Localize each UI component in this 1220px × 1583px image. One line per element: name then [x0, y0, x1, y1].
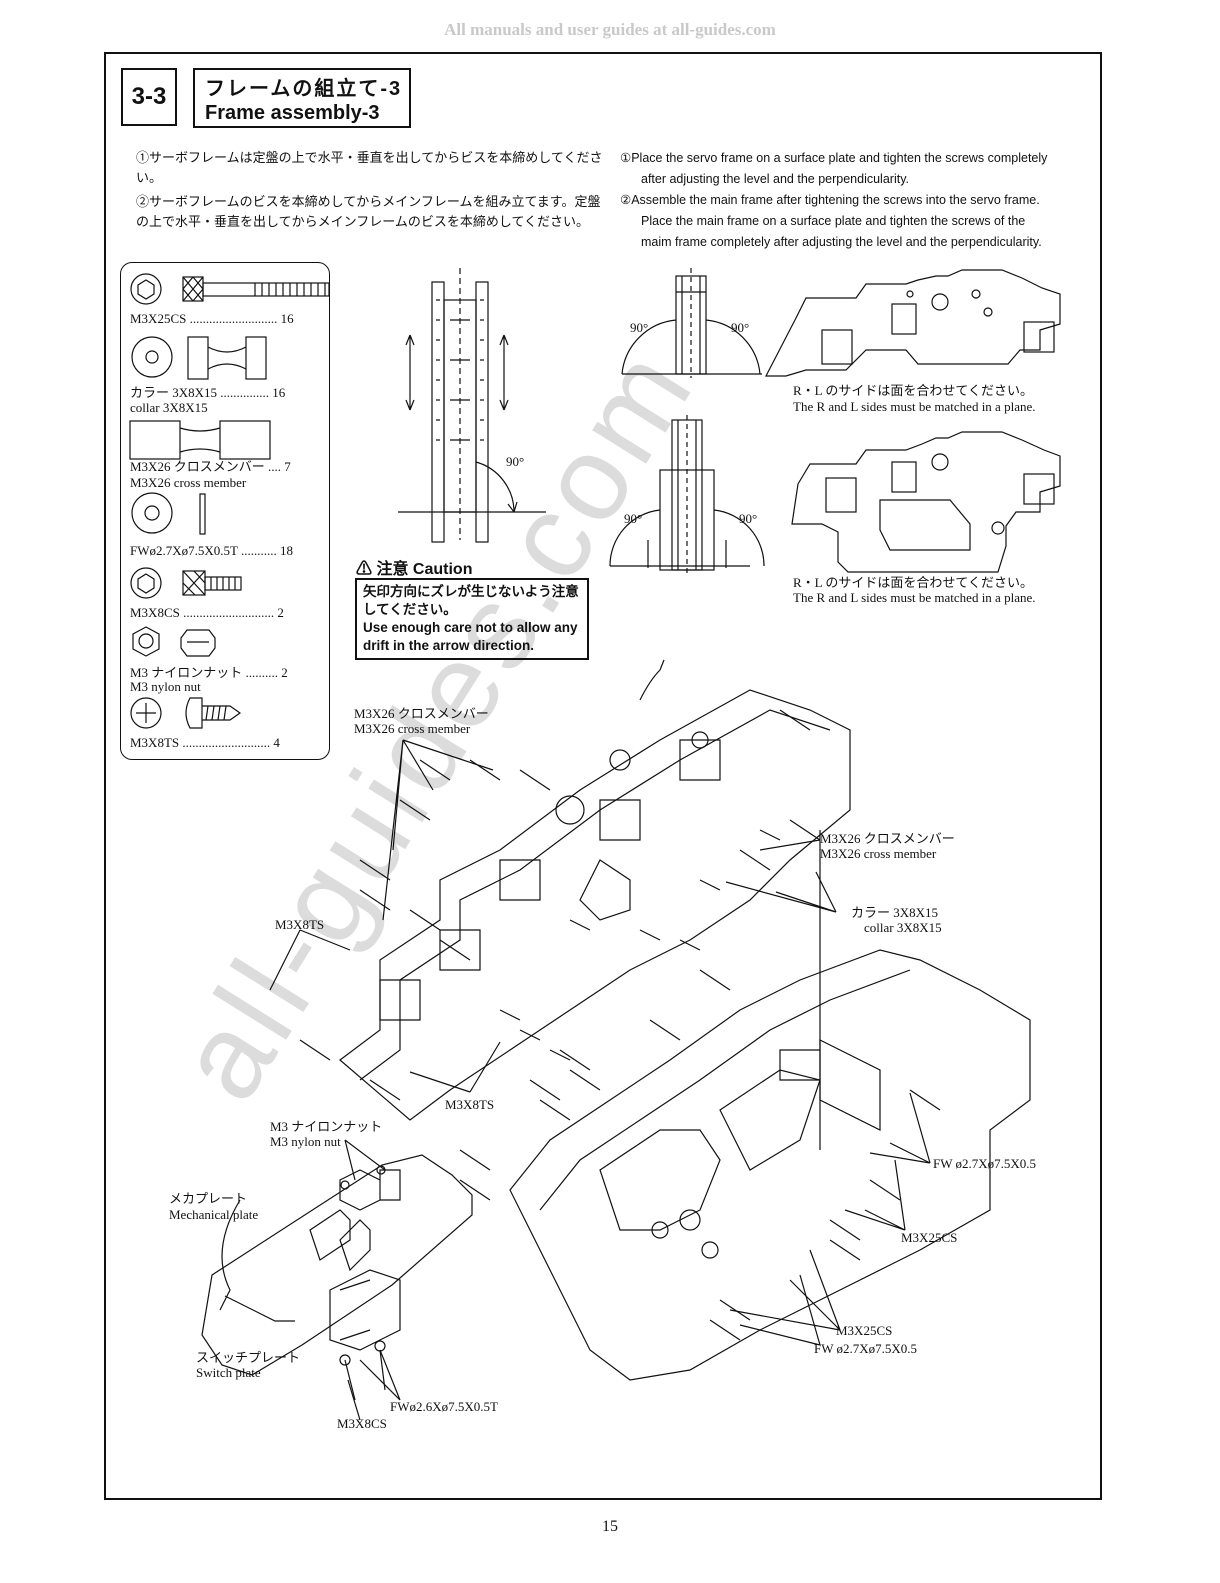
rl-note-2-jp: R・L のサイドは面を合わせてください。 [793, 575, 1033, 590]
callout-cross-member-1-en: M3X26 cross member [354, 721, 471, 736]
callout-m3x8cs: M3X8CS [337, 1416, 387, 1431]
part-collar: カラー 3X8X15 ............... 16 [130, 385, 286, 400]
callout-m3x8ts-2: M3X8TS [445, 1097, 495, 1112]
site-watermark: All manuals and user guides at all-guide… [444, 20, 776, 39]
page-frame [104, 52, 1102, 1500]
parts-list [120, 262, 330, 760]
callout-collar-jp: カラー 3X8X15 [851, 905, 939, 920]
angle-label-3: 90° [731, 320, 750, 335]
rl-note-2-en: The R and L sides must be matched in a p… [793, 590, 1036, 605]
rl-note-1-en: The R and L sides must be matched in a p… [793, 399, 1036, 414]
title-en: Frame assembly-3 [205, 102, 380, 124]
callout-nut-jp: M3 ナイロンナット [270, 1119, 383, 1134]
part-nut-en: M3 nylon nut [130, 679, 201, 694]
instruction-jp-2: ②サーボフレームのビスを本締めしてからメインフレームを組み立てます。定盤の上で水… [136, 194, 601, 229]
page-number: 15 [602, 1518, 618, 1535]
instruction-en-2c: maim frame completely after adjusting th… [641, 235, 1042, 249]
callout-m3x25cs-a: M3X25CS [901, 1230, 958, 1245]
rl-note-1-jp: R・L のサイドは面を合わせてください。 [793, 383, 1033, 398]
part-m3x8ts: M3X8TS ........................... 4 [130, 735, 280, 750]
part-collar-en: collar 3X8X15 [130, 400, 208, 415]
callout-collar-en: collar 3X8X15 [864, 920, 942, 935]
instruction-jp-1: ①サーボフレームは定盤の上で水平・垂直を出してからビスを本締めしてください。 [136, 150, 603, 185]
callout-m3x25cs-b: M3X25CS [836, 1323, 893, 1338]
part-nut: M3 ナイロンナット .......... 2 [130, 665, 288, 680]
callout-cross-member-2-en: M3X26 cross member [820, 846, 937, 861]
callout-fw-c: FWø2.6Xø7.5X0.5T [390, 1399, 498, 1414]
warning-icon: ⚠ [356, 561, 373, 578]
caution-jp: 矢印方向にズレが生じないよう注意してください。 [363, 584, 579, 617]
callout-nut-en: M3 nylon nut [270, 1134, 341, 1149]
instruction-en-1: ①Place the servo frame on a surface plat… [620, 151, 1048, 165]
callout-cross-member-1-jp: M3X26 クロスメンバー [354, 706, 489, 721]
part-cross-member-en: M3X26 cross member [130, 475, 247, 490]
callout-mechanical-plate-en: Mechanical plate [169, 1207, 259, 1222]
angle-label-5: 90° [739, 511, 758, 526]
callout-switch-plate-jp: スイッチプレート [196, 1350, 301, 1365]
caution-en: Use enough care not to allow any drift i… [363, 620, 578, 653]
title-jp: フレームの組立て-3 [205, 78, 403, 100]
callout-switch-plate-en: Switch plate [196, 1365, 261, 1380]
caution-heading: ⚠ 注意 Caution [356, 555, 472, 579]
part-fw: FWø2.7Xø7.5X0.5T ........... 18 [130, 543, 293, 558]
caution-box: 矢印方向にズレが生じないよう注意してください。 Use enough care … [355, 578, 589, 660]
part-m3x8cs: M3X8CS ............................ 2 [130, 605, 284, 620]
callout-fw-b: FW ø2.7Xø7.5X0.5 [814, 1341, 918, 1356]
callout-fw-a: FW ø2.7Xø7.5X0.5 [933, 1156, 1037, 1171]
callout-m3x8ts-1: M3X8TS [275, 917, 325, 932]
instruction-en-2: ②Assemble the main frame after tightenin… [620, 193, 1040, 207]
step-title: フレームの組立て-3 Frame assembly-3 [193, 68, 411, 128]
instruction-en-1b: after adjusting the level and the perpen… [641, 172, 909, 186]
callout-mechanical-plate-jp: メカプレート [169, 1191, 248, 1206]
angle-label-1: 90° [506, 454, 525, 469]
step-number: 3-3 [121, 68, 177, 126]
part-m3x25cs: M3X25CS ........................... 16 [130, 311, 294, 326]
instruction-en-2b: Place the main frame on a surface plate … [641, 214, 1026, 228]
caution-heading-text: 注意 Caution [376, 561, 473, 578]
part-cross-member: M3X26 クロスメンバー .... 7 [130, 459, 291, 474]
callout-cross-member-2-jp: M3X26 クロスメンバー [820, 831, 955, 846]
angle-label-4: 90° [624, 511, 643, 526]
angle-label-2: 90° [630, 320, 649, 335]
